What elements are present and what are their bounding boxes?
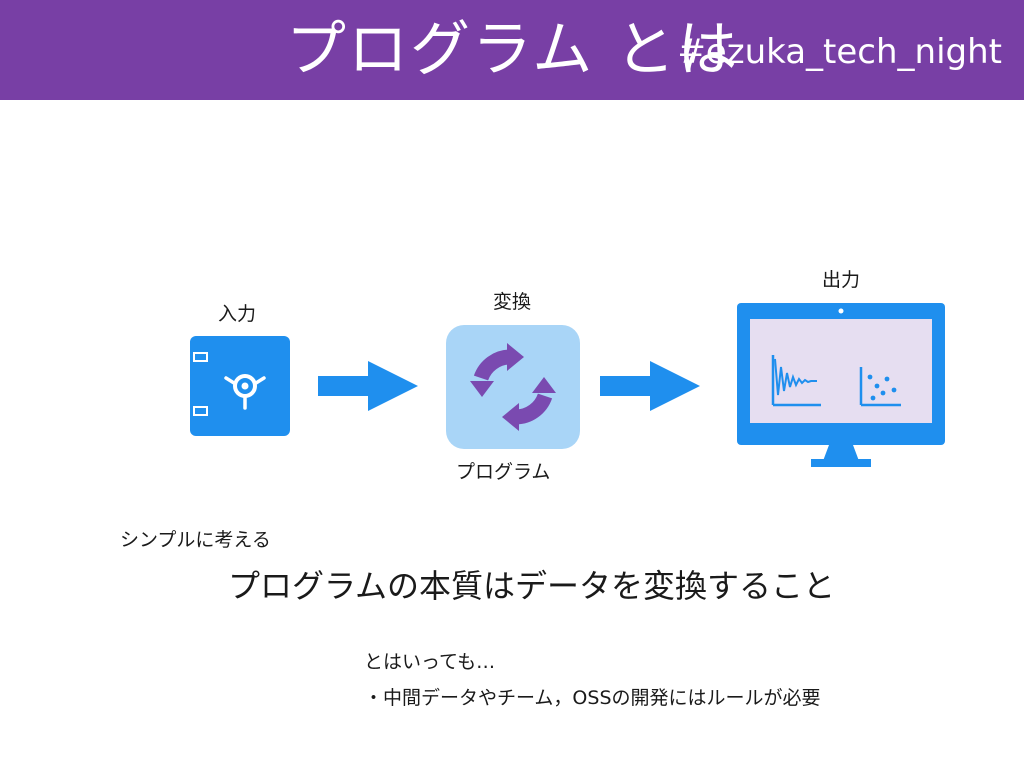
- vault-icon: [190, 336, 290, 436]
- monitor-chart-icon: [737, 303, 945, 467]
- program-label: プログラム: [456, 461, 551, 483]
- slide-header: プログラム とは #ezuka_tech_night: [0, 0, 1024, 100]
- note-line-1: とはいっても…: [364, 651, 496, 673]
- slide-title: プログラム とは: [286, 15, 740, 85]
- main-message: プログラムの本質はデータを変換すること: [228, 567, 836, 605]
- hashtag: #ezuka_tech_night: [677, 32, 1002, 72]
- refresh-cycle-icon: [446, 325, 580, 449]
- right-arrow-icon: [600, 361, 700, 411]
- output-label: 出力: [822, 269, 861, 291]
- input-label: 入力: [218, 303, 257, 325]
- hint-text: シンプルに考える: [120, 529, 271, 551]
- right-arrow-icon: [318, 361, 418, 411]
- transform-label: 変換: [493, 291, 532, 313]
- note-line-2: ・中間データやチーム，OSSの開発にはルールが必要: [364, 687, 821, 709]
